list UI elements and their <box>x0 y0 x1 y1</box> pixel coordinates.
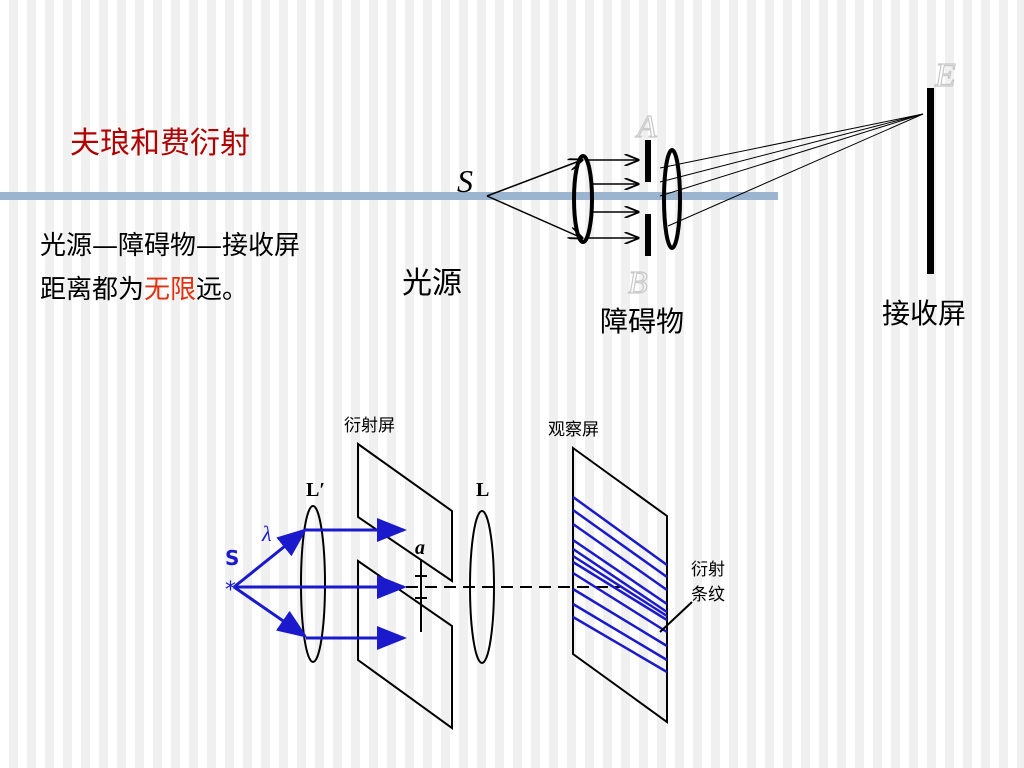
label-light-source: 光源 <box>402 266 462 301</box>
fringe-line <box>572 615 668 674</box>
ray-source-bottom <box>486 195 582 238</box>
fringe-line <box>572 602 668 662</box>
label-fringes-line-1: 衍射 <box>691 560 725 580</box>
fringe-line <box>572 560 668 622</box>
slide-title: 夫琅和费衍射 <box>70 126 250 161</box>
source-star: * <box>225 578 236 603</box>
description-line-2: 距离都为无限远。 <box>40 268 300 312</box>
label-B: B <box>628 264 648 300</box>
observation-screen <box>572 446 668 724</box>
label-diffraction-screen: 衍射屏 <box>344 416 395 436</box>
converge-ray-4 <box>667 113 924 227</box>
description-highlight: 无限 <box>144 275 197 305</box>
fringe-leader-line <box>659 601 693 633</box>
obstacle-bottom <box>645 214 651 256</box>
diffraction-fringes <box>572 495 668 674</box>
description-post: 远。 <box>196 275 249 305</box>
diffraction-plate-upper <box>357 442 453 583</box>
focusing-lens <box>662 148 682 250</box>
converge-ray-3 <box>659 113 924 197</box>
description: 光源—障碍物—接收屏 距离都为无限远。 <box>40 224 300 312</box>
label-E: E <box>934 57 956 94</box>
label-A: A <box>635 108 657 144</box>
fringe-line <box>572 554 668 618</box>
label-lens-L-prime: L′ <box>306 479 325 501</box>
blue-ray-top <box>233 528 308 589</box>
label-source-S: S <box>225 546 239 570</box>
label-S: S <box>457 163 473 199</box>
receiving-screen <box>927 88 934 274</box>
label-fringes-line-2: 条纹 <box>691 585 725 605</box>
ray-source-top <box>486 160 582 197</box>
fringe-line <box>572 495 668 567</box>
label-receiver-screen: 接收屏 <box>882 297 967 330</box>
converge-ray-2 <box>659 113 924 183</box>
obstacle-top <box>645 140 651 182</box>
lens-L-prime <box>300 505 326 663</box>
fringe-line <box>572 538 668 606</box>
blue-ray-bottom <box>233 585 308 638</box>
label-observation-screen: 观察屏 <box>548 420 599 440</box>
label-wavelength: λ <box>261 521 272 546</box>
label-lens-L: L <box>476 479 489 501</box>
description-pre: 距离都为 <box>40 275 145 305</box>
collimating-lens <box>572 154 594 244</box>
label-obstacle: 障碍物 <box>600 305 685 338</box>
converge-ray-1 <box>659 113 924 169</box>
fringe-line <box>572 508 668 579</box>
description-line-1: 光源—障碍物—接收屏 <box>40 231 301 261</box>
optical-axis-bar <box>0 192 778 200</box>
label-slit-a: a <box>415 537 425 559</box>
fringe-line <box>572 587 668 648</box>
fringe-line <box>572 547 668 614</box>
fringe-line <box>572 522 668 592</box>
fringe-line <box>572 571 668 634</box>
